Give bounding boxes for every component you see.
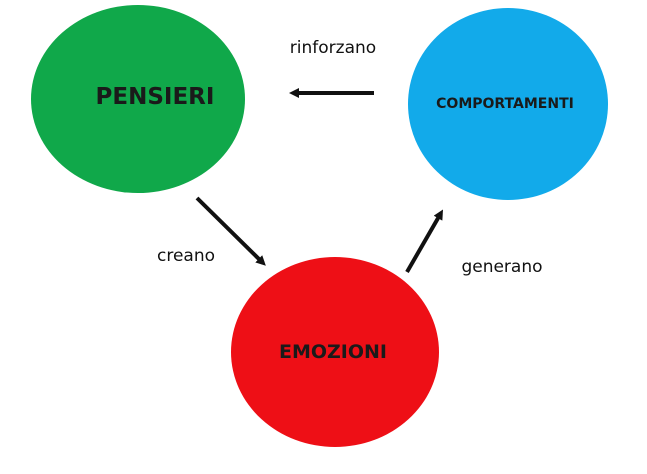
comportamenti-label: COMPORTAMENTI — [436, 96, 574, 112]
comportamenti-circle — [408, 8, 608, 200]
generano-label: generano — [461, 257, 542, 277]
node-pensieri: PENSIERI — [31, 5, 245, 193]
creano-arrow — [195, 196, 266, 266]
emozioni-label: EMOZIONI — [279, 341, 387, 363]
node-comportamenti: COMPORTAMENTI — [408, 8, 608, 200]
pensieri-label: PENSIERI — [96, 84, 215, 110]
emozioni-circle — [231, 257, 439, 447]
pensieri-circle — [31, 5, 245, 193]
node-emozioni: EMOZIONI — [231, 257, 439, 447]
generano-arrow — [405, 209, 443, 273]
creano-label: creano — [157, 246, 215, 266]
edge-rinforzano: rinforzano — [289, 38, 376, 98]
rinforzano-label: rinforzano — [290, 38, 376, 58]
edge-creano: creano — [157, 196, 266, 266]
edge-generano: generano — [405, 209, 543, 277]
